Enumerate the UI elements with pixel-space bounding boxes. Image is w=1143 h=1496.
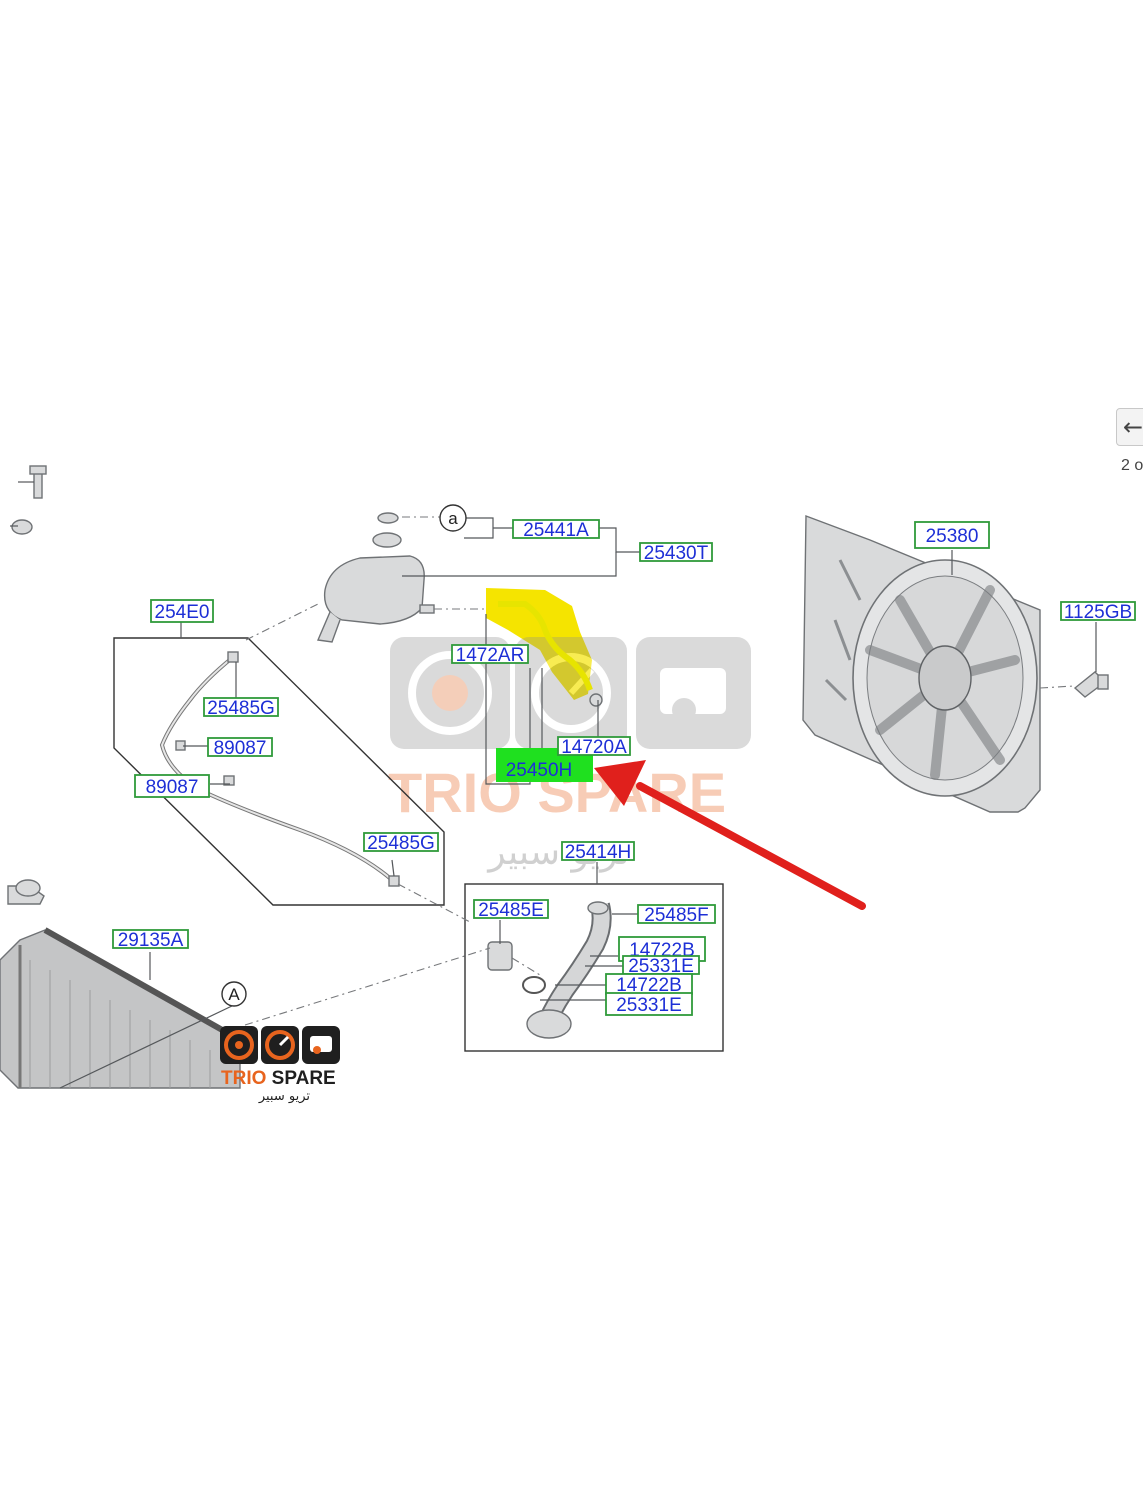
callout-box <box>1060 601 1136 621</box>
callout-box <box>561 841 635 861</box>
part-number-label: 89087 <box>146 777 199 798</box>
part-callout: 14722B <box>605 973 693 996</box>
part-number-label: 25414H <box>565 842 632 863</box>
part-number-label: 14720A <box>561 737 627 758</box>
part-number-label: 25485E <box>478 900 544 921</box>
part-number-label: 1125GB <box>1064 602 1132 623</box>
part-number-label: 25430T <box>644 543 709 564</box>
callout-box <box>639 542 713 562</box>
part-callout: 89087 <box>134 774 210 798</box>
part-callout: 14720A <box>557 736 631 758</box>
part-callout: 1472AR <box>451 644 529 666</box>
part-callout: 25380 <box>914 521 990 549</box>
previous-page-button[interactable]: ← <box>1116 408 1143 446</box>
callout-box <box>207 737 273 757</box>
callout-box <box>473 899 549 919</box>
part-number-label: 89087 <box>214 738 267 759</box>
part-number-label: 25441A <box>523 520 589 541</box>
part-callout: 25485E <box>473 899 549 921</box>
part-callout: 89087 <box>207 737 273 759</box>
page-indicator: 2 o <box>1121 457 1143 474</box>
highlighted-hose <box>486 588 592 700</box>
part-callout: 25430T <box>639 542 713 564</box>
part-number-label: 1472AR <box>456 645 525 666</box>
pointer-arrow <box>594 760 866 910</box>
part-callout: 25485G <box>203 697 279 719</box>
callout-box <box>512 519 600 539</box>
reference-marker-a: a <box>448 509 458 528</box>
svg-text:TRIO SPARE: TRIO SPARE <box>221 1068 336 1089</box>
svg-text:تريو سبير: تريو سبير <box>258 1089 311 1104</box>
part-number-label: 25485F <box>644 905 708 926</box>
part-callout: 29135A <box>112 929 189 951</box>
callout-box <box>203 697 279 717</box>
callout-box <box>363 832 439 852</box>
callout-box <box>605 992 693 1016</box>
part-number-label: 25331E <box>616 995 682 1016</box>
trio-spare-logo: TRIO SPARE تريو سبير <box>220 1026 340 1104</box>
part-callout: 25414H <box>561 841 635 863</box>
part-callout: 1125GB <box>1060 601 1136 623</box>
part-number-label: 25485G <box>207 698 275 719</box>
part-number-label: 25450H <box>506 760 573 781</box>
reference-marker-A: A <box>228 985 240 1004</box>
part-callout: 25441A <box>512 519 600 541</box>
part-callout: 25331E <box>605 992 693 1016</box>
callout-box <box>451 644 529 664</box>
fan-shroud <box>802 514 1041 813</box>
watermark: TRIO SPARE تريو سبير <box>388 637 751 873</box>
callout-box <box>112 929 189 949</box>
part-number-label: 25331E <box>628 956 694 977</box>
callout-box <box>557 736 631 756</box>
part-number-label: 14722B <box>616 975 682 996</box>
part-callout: 25485G <box>363 832 439 854</box>
part-callout: 25450H <box>506 760 573 781</box>
reservoir-tank <box>316 512 435 643</box>
part-callout: 25485F <box>637 904 716 926</box>
callout-box <box>150 599 214 623</box>
part-number-label: 29135A <box>118 930 184 951</box>
callout-box <box>914 521 990 549</box>
part-number-label: 254E0 <box>155 602 210 623</box>
callout-box <box>637 904 716 924</box>
part-number-label: 25380 <box>926 526 979 547</box>
part-callout: 254E0 <box>150 599 214 623</box>
arrow-left-icon: ← <box>1123 413 1143 441</box>
part-number-label: 25485G <box>367 833 435 854</box>
callout-box <box>134 774 210 798</box>
